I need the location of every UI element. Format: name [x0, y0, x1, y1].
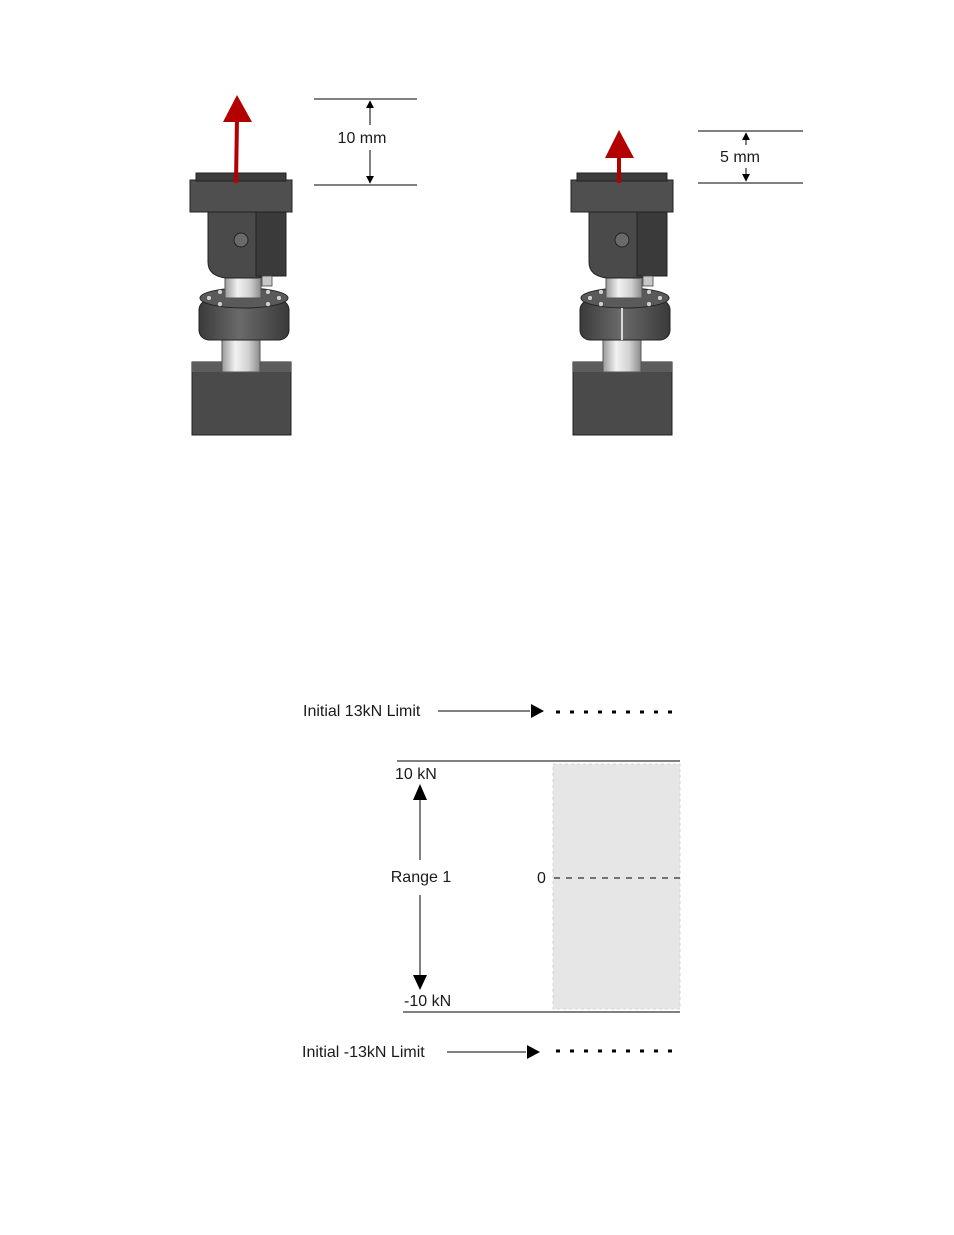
range-down-arrowhead [413, 975, 427, 990]
upper-limit-label: Initial 13kN Limit [303, 703, 421, 720]
lower-limit-label: Initial -13kN Limit [302, 1044, 425, 1061]
range-name-label: Range 1 [391, 869, 452, 886]
range-up-arrowhead [413, 784, 427, 800]
right-dimension: 5 mm [698, 131, 803, 183]
range-band [553, 764, 680, 1009]
range-diagram: Initial 13kN Limit 10 kN -10 kN Range 1 … [302, 703, 680, 1061]
lower-range-label: -10 kN [404, 993, 451, 1010]
left-fixture [190, 95, 292, 435]
upper-range-label: 10 kN [395, 766, 437, 783]
left-dimension: 10 mm [314, 99, 417, 185]
force-arrowhead-left [223, 95, 252, 122]
left-displacement-label: 10 mm [338, 130, 387, 147]
force-arrow-left [236, 118, 237, 183]
zero-label: 0 [537, 870, 546, 887]
force-arrowhead-right [605, 130, 634, 158]
right-displacement-label: 5 mm [720, 149, 760, 166]
right-fixture [571, 130, 673, 435]
